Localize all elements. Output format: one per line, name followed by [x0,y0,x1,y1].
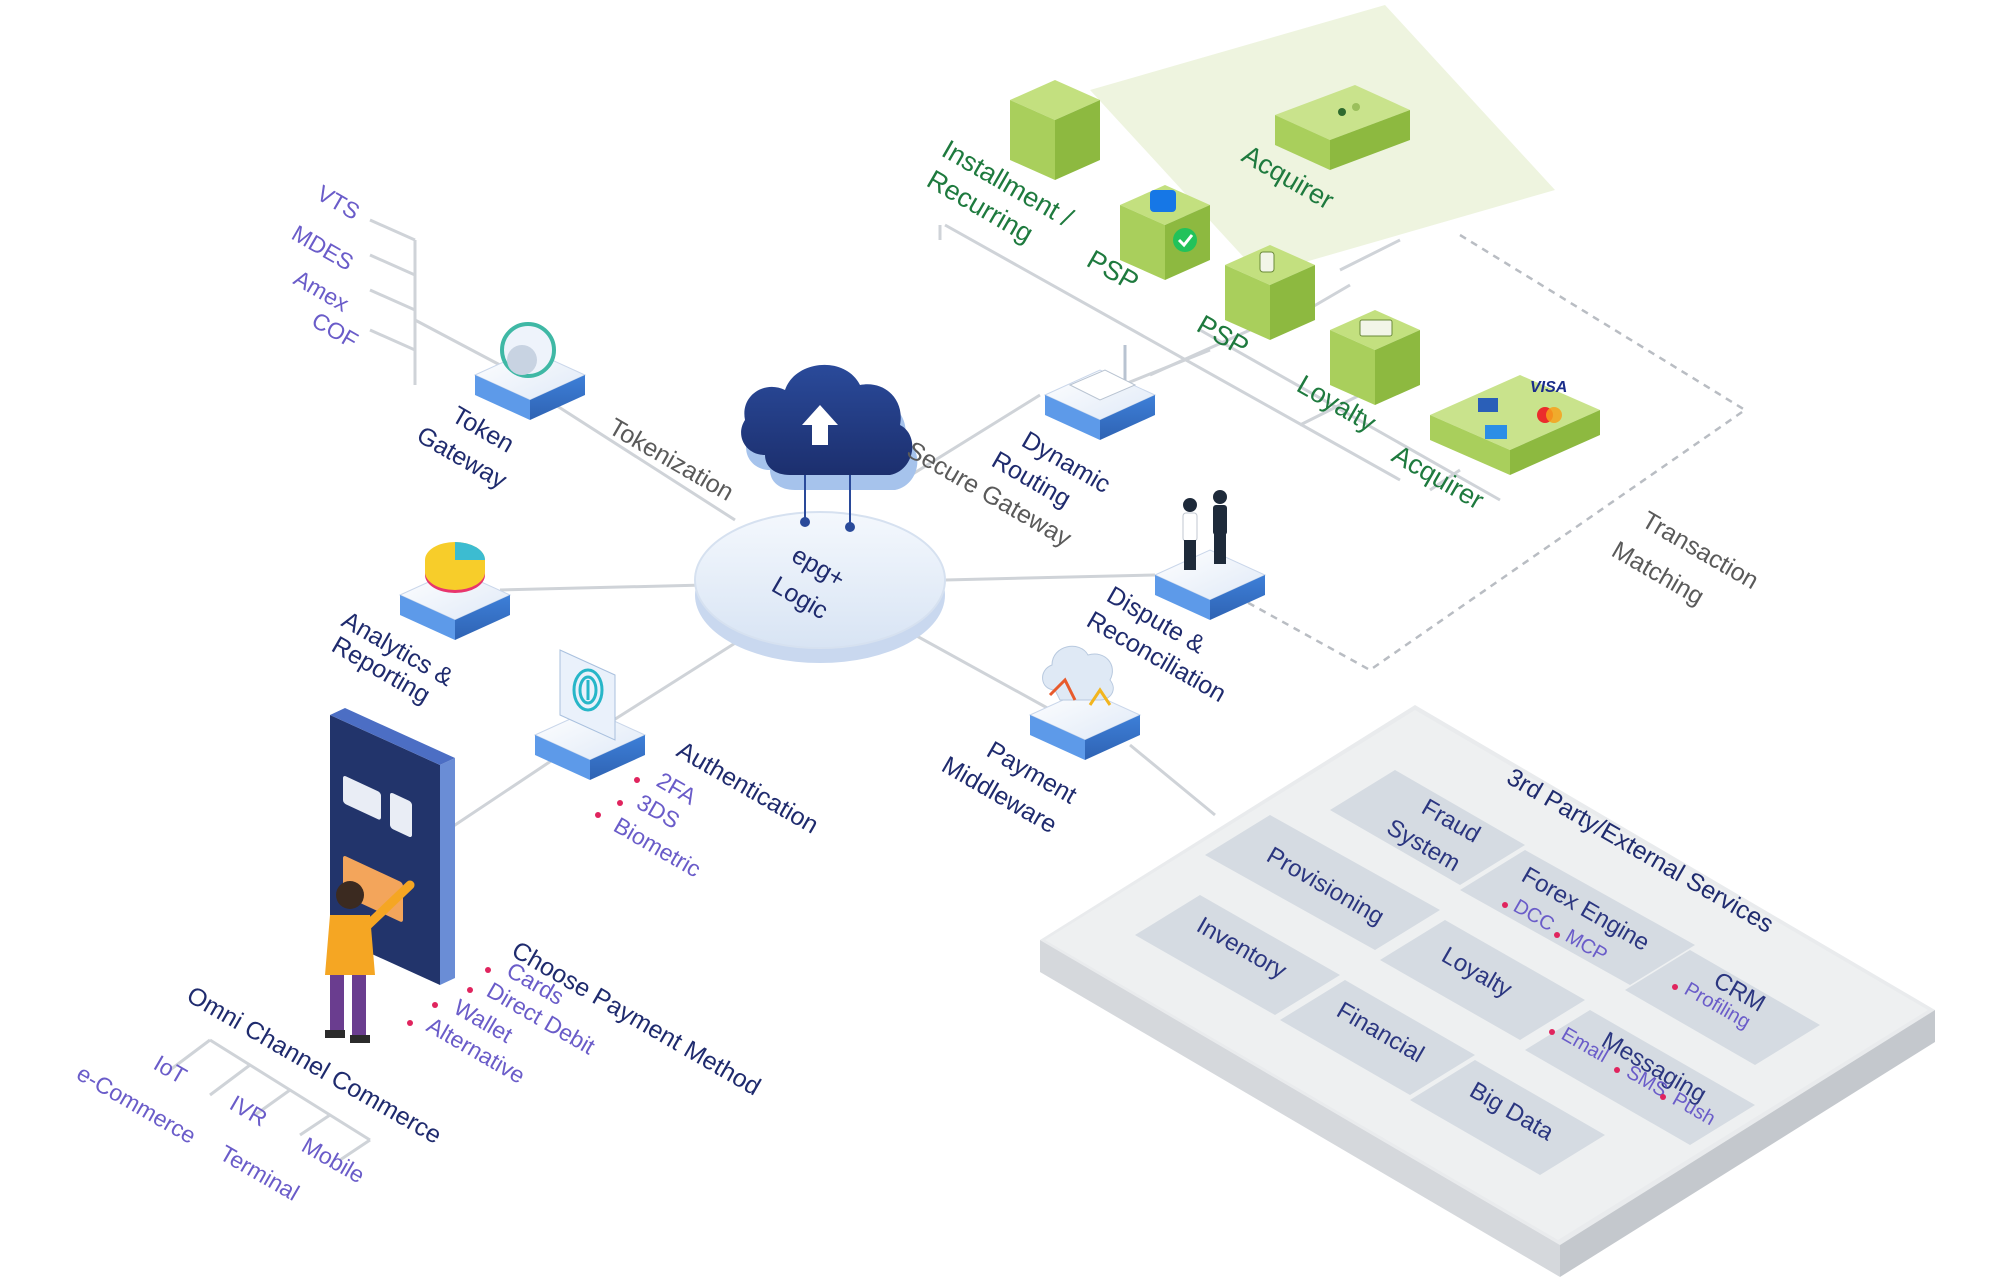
epg-logic-hub: epg+ Logic [694,364,946,663]
dynamic-routing-server [1043,345,1157,440]
token-item-vts: VTS [313,180,365,225]
tile-messaging [1525,1010,1755,1145]
psp-2-box [1225,245,1315,340]
installment-box [1010,80,1100,180]
analytics-server [398,542,512,640]
tile-loyalty [1380,920,1585,1040]
jcb-logo [1478,398,1498,412]
check-icon [1173,228,1197,252]
phone-icon [1259,251,1275,273]
payment-card-icon [343,776,381,820]
psp-1-box [1120,185,1210,280]
router-icon [1068,345,1137,401]
token-item-cof: COF [308,307,363,354]
token-item-mdes: MDES [288,220,359,276]
tile-provisioning [1205,815,1440,950]
psp-app-icon [1150,190,1176,212]
payment-middleware-server [1028,645,1142,760]
pie-chart-icon [425,542,485,593]
tile-inventory [1135,895,1340,1015]
amex-logo [1485,425,1507,439]
tile-fraud-system [1330,770,1525,885]
tile-financial [1280,980,1475,1095]
handshake-people-icon [1182,490,1227,570]
tile-forex-engine [1460,850,1695,985]
channel-ivr: IVR [226,1090,272,1132]
channel-iot: IoT [150,1050,192,1089]
connector-lines [169,183,1748,1162]
cloud-sync-icon [1042,645,1114,706]
visa-logo: VISA [1530,379,1567,396]
loyalty-box [1330,310,1420,405]
tile-crm [1625,950,1820,1065]
authentication-server [533,649,647,780]
cloud-icon [741,364,918,532]
dispute-server [1153,490,1267,620]
loyalty-card-icon [1359,319,1393,337]
fingerprint-icon [559,649,616,741]
phone-wallet-icon [390,792,412,838]
person-figure [325,880,415,1043]
tile-big-data [1410,1060,1605,1175]
token-gateway-server [473,322,587,420]
channel-mobile: Mobile [298,1132,370,1188]
acquirer-top-card [1275,85,1410,170]
channel-terminal: Terminal [216,1140,304,1206]
tokenization-label: Tokenization [604,413,738,507]
acquirer-bottom-card: VISA [1430,375,1600,475]
third-party-panel [1040,705,1935,1277]
